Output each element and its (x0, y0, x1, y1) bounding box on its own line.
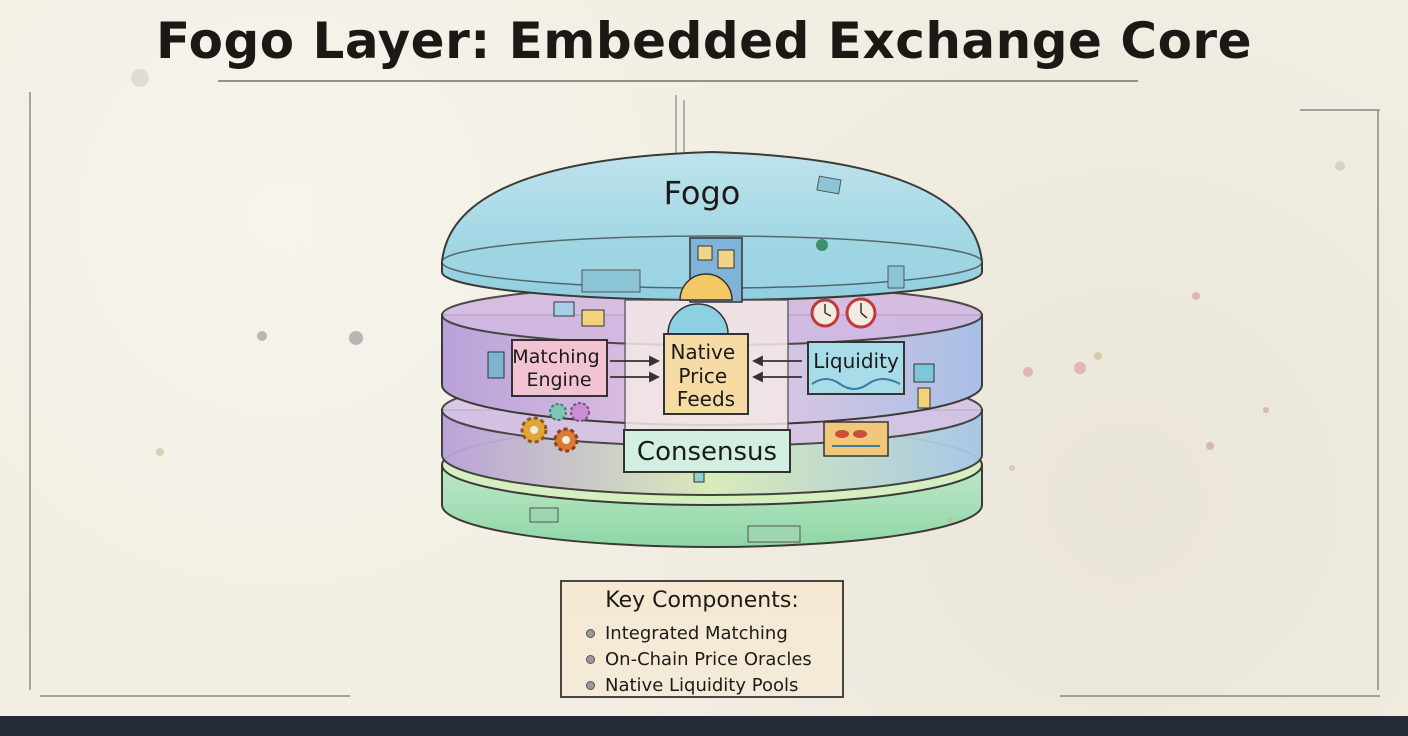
stack-diagram: Fogo Native Price Feeds Matching Engine (29, 69, 1380, 697)
gear-icons (520, 402, 590, 453)
flow-arrows (610, 355, 802, 383)
legend-item-label: On-Chain Price Oracles (605, 648, 812, 670)
legend-item: On-Chain Price Oracles (586, 646, 812, 672)
consensus-box: Consensus (623, 429, 791, 473)
consensus-label: Consensus (637, 437, 777, 467)
svg-text:Native Price Feeds: Native Price Feeds (670, 340, 741, 411)
legend-item-label: Native Liquidity Pools (605, 674, 799, 696)
legend-item-label: Integrated Matching (605, 622, 788, 644)
key-components-legend: Key Components: Integrated Matching On-C… (560, 580, 844, 698)
footer-bar (0, 716, 1408, 736)
price-feeds-line-1: Native (670, 340, 735, 364)
matching-engine-box: Matching Engine (487, 301, 608, 397)
liquidity-box: Liquidity (807, 341, 935, 409)
legend-title: Key Components: (605, 588, 799, 613)
page-title: Fogo Layer: Embedded Exchange Core (155, 12, 1252, 70)
legend-list: Integrated Matching On-Chain Price Oracl… (586, 620, 812, 698)
title-underline (218, 80, 1138, 82)
price-feeds-line-2: Price (678, 364, 727, 388)
pool-card (823, 421, 889, 457)
legend-item: Native Liquidity Pools (586, 672, 812, 698)
price-feeds-box: Native Price Feeds (663, 333, 749, 415)
dome-label: Fogo (664, 174, 741, 212)
paint-speckles (131, 69, 1345, 523)
bullet-icon (586, 654, 595, 664)
price-feeds-line-3: Feeds (677, 387, 735, 411)
matching-engine-line-1: Matching (512, 346, 599, 368)
legend-item: Integrated Matching (586, 620, 812, 646)
bullet-icon (586, 680, 595, 690)
clock-icons (810, 297, 877, 329)
vertical-connector (675, 95, 685, 160)
svg-text:Matching Engine: Matching Engine (512, 346, 605, 391)
bullet-icon (586, 628, 595, 638)
matching-engine-line-2: Engine (526, 369, 591, 391)
liquidity-label: Liquidity (813, 349, 899, 373)
frame-lines (29, 92, 1380, 697)
